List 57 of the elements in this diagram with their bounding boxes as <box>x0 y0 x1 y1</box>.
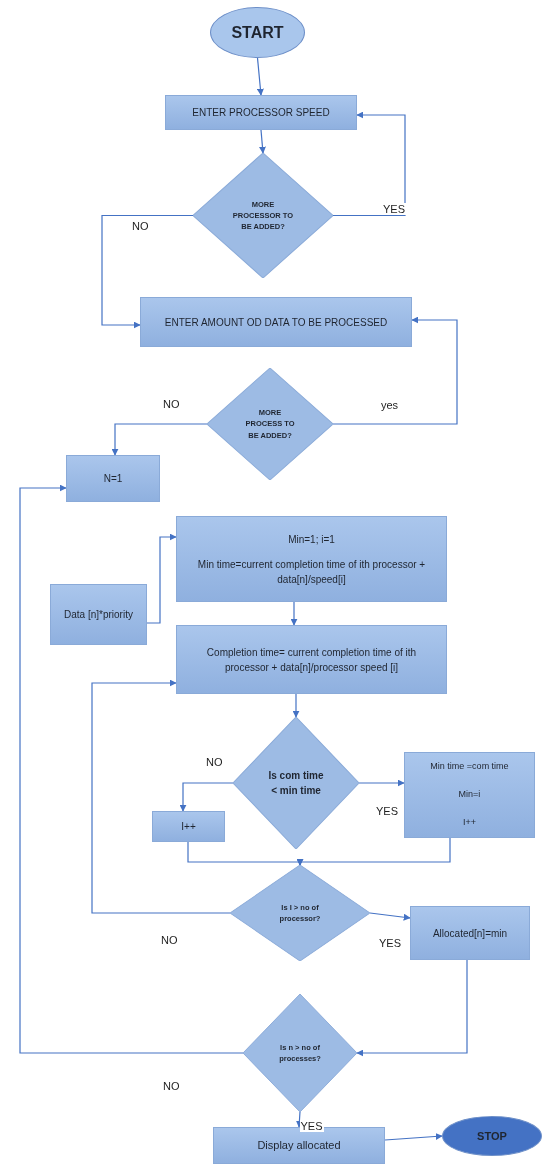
process-box <box>140 297 412 347</box>
process-box <box>410 906 530 960</box>
edge-label: NO <box>162 398 181 410</box>
edge-label: NO <box>160 934 179 946</box>
node-text: START <box>231 22 284 43</box>
arrow <box>384 1132 443 1141</box>
process-box <box>152 811 225 842</box>
process-box <box>176 516 447 602</box>
decision-diamond <box>193 153 333 278</box>
node-text: ENTER PROCESSOR SPEED <box>192 106 330 120</box>
node-text: Completion time= current completion time of ith processor + data[n]/processor speed [i] <box>205 645 418 675</box>
arrow <box>292 693 300 718</box>
edge-label: YES <box>378 937 402 949</box>
arrow <box>332 316 458 425</box>
node-text: Min=i <box>458 788 481 802</box>
edge-label: NO <box>205 756 224 768</box>
node-text: Display allocated <box>257 1138 341 1154</box>
process-box <box>165 95 357 130</box>
edge-label: YES <box>382 203 406 215</box>
arrow <box>358 779 405 787</box>
process-box <box>66 455 160 502</box>
node-text: Min=1; i=1 <box>288 532 335 547</box>
node-text: Allocated[n]=min <box>432 926 508 941</box>
node-text: I++ <box>181 820 196 834</box>
node-text: ENTER AMOUNT OD DATA TO BE PROCESSED <box>164 315 388 330</box>
arrow <box>356 959 468 1057</box>
node-text: Data [n]*priority <box>64 608 133 622</box>
node-text: I++ <box>463 816 476 830</box>
decision-diamond <box>207 368 333 480</box>
arrow <box>290 601 298 626</box>
arrow <box>258 129 266 154</box>
arrow <box>256 57 264 96</box>
node-text: STOP <box>477 1128 507 1144</box>
decision-diamond <box>230 865 370 961</box>
edge-label: NO <box>162 1080 181 1092</box>
process-box <box>176 625 447 694</box>
process-box <box>50 584 147 645</box>
decision-diamond <box>233 717 359 849</box>
arrow <box>295 1111 303 1128</box>
arrow <box>146 533 177 624</box>
arrow <box>332 111 406 217</box>
node-text: Is com time < min time <box>268 769 324 798</box>
arrow <box>179 782 234 812</box>
edge-label: YES <box>375 805 399 817</box>
edge-label: YES <box>299 1119 324 1132</box>
arrow <box>101 214 194 329</box>
edge-label: NO <box>131 220 150 232</box>
node-text: Min time =com time <box>430 760 509 774</box>
decision-diamond <box>243 994 357 1112</box>
arrow <box>369 912 411 921</box>
node-text: N=1 <box>103 472 123 486</box>
arrow <box>91 679 231 914</box>
node-text: Min time=current completion time of ith processor + data[n]/speed[i] <box>196 557 427 587</box>
arrow <box>296 837 451 866</box>
arrow <box>111 423 208 456</box>
process-box <box>404 752 535 838</box>
arrow <box>19 484 244 1054</box>
